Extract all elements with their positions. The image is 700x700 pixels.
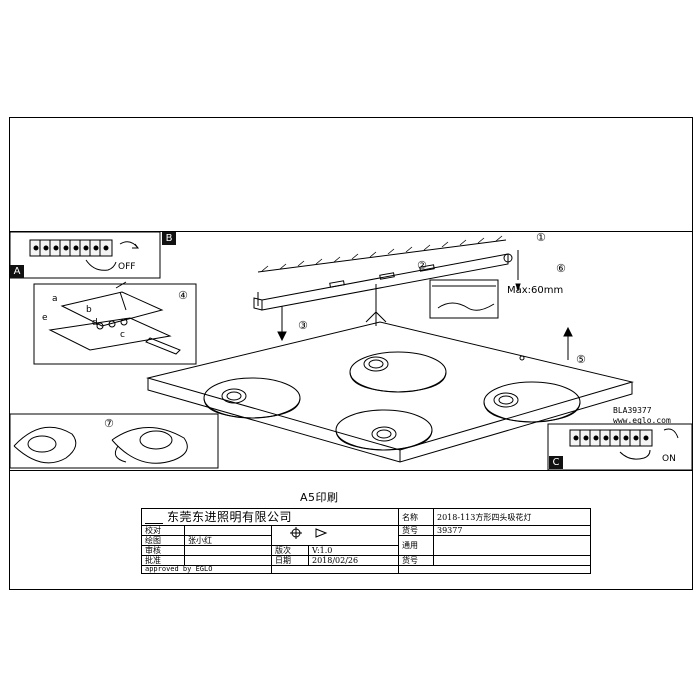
name-value: 2018-113方形四头吸花灯 bbox=[433, 508, 591, 526]
spot-head-left bbox=[203, 377, 301, 419]
panel-b-marker: B bbox=[162, 232, 176, 245]
company-name: 东莞东进照明有限公司 bbox=[141, 508, 399, 526]
panel-c-marker: C bbox=[549, 456, 563, 469]
row1-label: 校对 bbox=[141, 525, 185, 536]
company-logo-icon bbox=[145, 511, 163, 524]
lamp-body bbox=[146, 321, 634, 463]
step-3-label: ③ bbox=[298, 319, 308, 332]
step-2-label: ② bbox=[417, 259, 427, 272]
on-label: ON bbox=[662, 454, 676, 464]
goods-label: 货号 bbox=[398, 525, 434, 536]
step-b-label: b bbox=[86, 305, 92, 315]
item-label: 货号 bbox=[398, 555, 434, 566]
step-d-label: d bbox=[92, 318, 98, 328]
step-5-label: ⑤ bbox=[576, 353, 586, 366]
spot-head-right bbox=[483, 381, 581, 423]
panel-c-terminal-illustration bbox=[547, 423, 693, 471]
approved-by-label: approved by EGLO bbox=[141, 565, 272, 574]
panel-a-marker: A bbox=[10, 265, 24, 278]
ceiling-bracket bbox=[253, 235, 521, 342]
panel-a-terminal-illustration bbox=[9, 231, 161, 279]
model-code: BLA39377 bbox=[613, 406, 652, 415]
step-c-label: c bbox=[120, 330, 125, 340]
version-value: V:1.0 bbox=[308, 545, 399, 556]
ceiling-sketch-inset bbox=[429, 279, 499, 319]
draw-label: 绘图 bbox=[141, 535, 185, 546]
step-a-label: a bbox=[52, 294, 58, 304]
diagram-frame bbox=[9, 231, 693, 471]
draw-value: 张小红 bbox=[184, 535, 272, 546]
step-e-label: e bbox=[42, 313, 48, 323]
sheet-title: A5印刷 bbox=[300, 491, 339, 504]
step-7-label: ⑦ bbox=[104, 417, 114, 430]
review-label: 审核 bbox=[141, 545, 185, 556]
goods-value: 39377 bbox=[433, 525, 591, 536]
version-label: 版次 bbox=[271, 545, 309, 556]
common-label: 通用 bbox=[398, 535, 434, 556]
step4-inset bbox=[33, 281, 197, 365]
step7-inset bbox=[9, 413, 219, 469]
spot-head-top bbox=[349, 351, 447, 393]
date-label: 日期 bbox=[271, 555, 309, 566]
spot-head-bottom bbox=[335, 409, 433, 451]
step-4-label: ④ bbox=[178, 289, 188, 302]
approve-label: 批准 bbox=[141, 555, 185, 566]
name-label: 名称 bbox=[398, 508, 434, 526]
step-6-label: ⑥ bbox=[556, 262, 566, 275]
date-value: 2018/02/26 bbox=[308, 555, 399, 566]
step-1-label: ① bbox=[536, 231, 546, 244]
sheet-frame bbox=[9, 117, 693, 590]
title-block: 东莞东进照明有限公司 名称 2018-113方形四头吸花灯 校对 货号 3937… bbox=[141, 508, 591, 574]
max-depth-label: Max:60mm bbox=[507, 285, 564, 296]
off-label: OFF bbox=[118, 262, 136, 272]
website-label: www.eglo.com bbox=[613, 416, 671, 425]
